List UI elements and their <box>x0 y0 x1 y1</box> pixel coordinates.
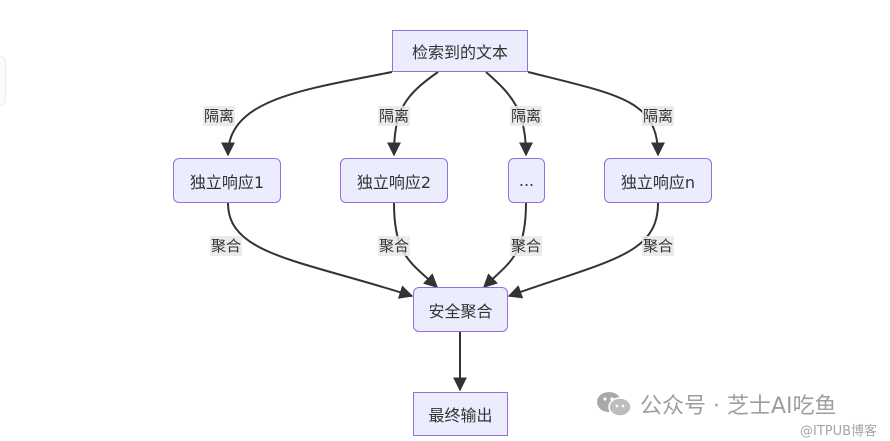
edge-label-aggregate: 聚合 <box>509 236 543 256</box>
edge-label-isolate: 隔离 <box>377 106 411 126</box>
edge-resp1-aggregate <box>227 202 414 299</box>
node-response-n: 独立响应n <box>604 158 712 203</box>
node-secure-aggregation: 安全聚合 <box>413 287 508 332</box>
edge-label-aggregate: 聚合 <box>377 236 411 256</box>
watermark-text: 公众号 · 芝士AI吃鱼 <box>640 394 837 419</box>
edge-source-resp1 <box>221 71 393 157</box>
node-label: 独立响应1 <box>189 172 265 192</box>
node-response-1: 独立响应1 <box>173 158 281 203</box>
edge-label-isolate: 隔离 <box>509 106 543 126</box>
node-label: 独立响应n <box>620 172 696 192</box>
watermark-credit: @ITPUB博客 <box>800 424 878 439</box>
edge-label-aggregate: 聚合 <box>641 236 675 256</box>
node-response-2: 独立响应2 <box>340 158 448 203</box>
node-response-ellipsis: ... <box>508 158 545 203</box>
node-retrieved-text: 检索到的文本 <box>392 30 528 72</box>
node-final-output: 最终输出 <box>413 392 508 436</box>
edge-label-isolate: 隔离 <box>202 106 236 126</box>
edge-source-ellipsis <box>485 71 533 157</box>
edge-source-respn <box>527 71 665 157</box>
edge-respn-aggregate <box>507 202 659 299</box>
edge-label-aggregate: 聚合 <box>209 236 243 256</box>
node-label: 独立响应2 <box>356 172 432 192</box>
node-label: ... <box>518 171 535 190</box>
edge-source-resp2 <box>387 71 439 157</box>
node-label: 检索到的文本 <box>411 43 508 62</box>
node-label: 安全聚合 <box>428 301 493 321</box>
wechat-icon <box>596 391 632 417</box>
watermark: 公众号 · 芝士AI吃鱼 <box>596 388 837 420</box>
edge-label-isolate: 隔离 <box>641 106 675 126</box>
node-label: 最终输出 <box>428 406 493 425</box>
